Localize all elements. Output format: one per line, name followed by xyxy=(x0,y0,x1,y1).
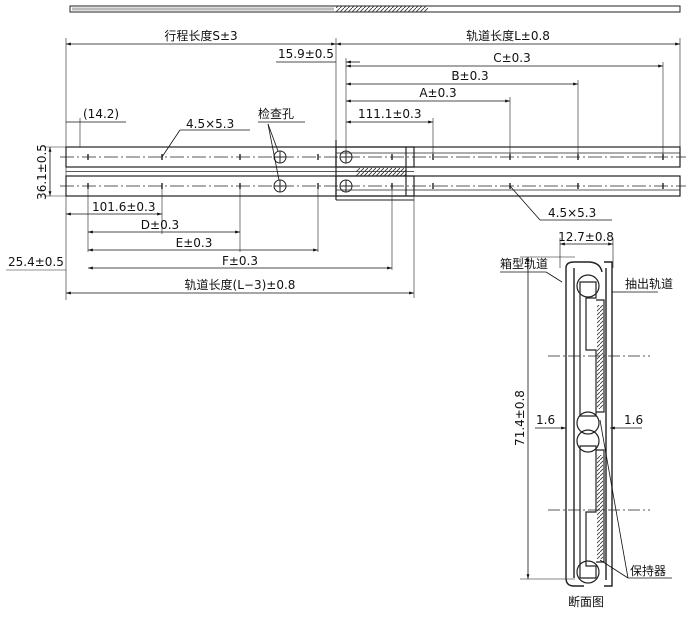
extract-rail-label: 抽出轨道 xyxy=(625,277,673,291)
cross-section-view: 12.7±0.8 箱型轨道 抽出轨道 71.4±0.8 1.6 1.6 保持器 … xyxy=(500,230,673,609)
plan-dimension-texts: 行程长度S±3 轨道长度L±0.8 15.9±0.5 C±0.3 B±0.3 A… xyxy=(8,28,596,292)
hole-size-top-label: 4.5×5.3 xyxy=(186,117,234,131)
dim-a-label: A±0.3 xyxy=(419,86,456,100)
rail-length-label: 轨道长度L±0.8 xyxy=(466,28,550,43)
roller-group xyxy=(339,150,406,193)
dim-b-label: B±0.3 xyxy=(451,69,488,83)
offset-15-9-label: 15.9±0.5 xyxy=(278,47,334,61)
inspection-holes xyxy=(273,150,287,193)
extension-lines xyxy=(6,38,681,300)
section-height-label: 71.4±0.8 xyxy=(513,390,527,446)
gap-right-label: 1.6 xyxy=(624,413,643,427)
section-caption: 断面图 xyxy=(568,594,604,609)
section-width-label: 12.7±0.8 xyxy=(558,230,614,244)
rail-length-bottom-label: 轨道长度(L−3)±0.8 xyxy=(185,277,296,292)
hole-size-bottom-label: 4.5×5.3 xyxy=(548,206,596,220)
dim-c-label: C±0.3 xyxy=(493,51,531,65)
stroke-length-label: 行程长度S±3 xyxy=(164,28,237,43)
dim-f-label: F±0.3 xyxy=(222,254,258,268)
leader-lines xyxy=(161,121,612,221)
dim-111-label: 111.1±0.3 xyxy=(358,107,422,121)
dimension-lines xyxy=(48,42,680,295)
retainer-label: 保持器 xyxy=(630,563,666,578)
gap-left-label: 1.6 xyxy=(536,413,555,427)
mounting-holes xyxy=(87,154,664,189)
box-rail-label: 箱型轨道 xyxy=(500,256,548,271)
dim-d-label: D±0.3 xyxy=(141,218,179,232)
top-rail-strip xyxy=(69,5,681,13)
inspection-hole-label: 检查孔 xyxy=(258,106,294,121)
plan-centerlines xyxy=(60,156,686,187)
height-36-label: 36.1±0.5 xyxy=(35,144,49,200)
dim-101-label: 101.6±0.3 xyxy=(92,200,156,214)
offset-25-4-label: 25.4±0.5 xyxy=(8,255,64,269)
dim-e-label: E±0.3 xyxy=(176,236,213,250)
dim-14-2-label: (14.2) xyxy=(83,107,119,121)
